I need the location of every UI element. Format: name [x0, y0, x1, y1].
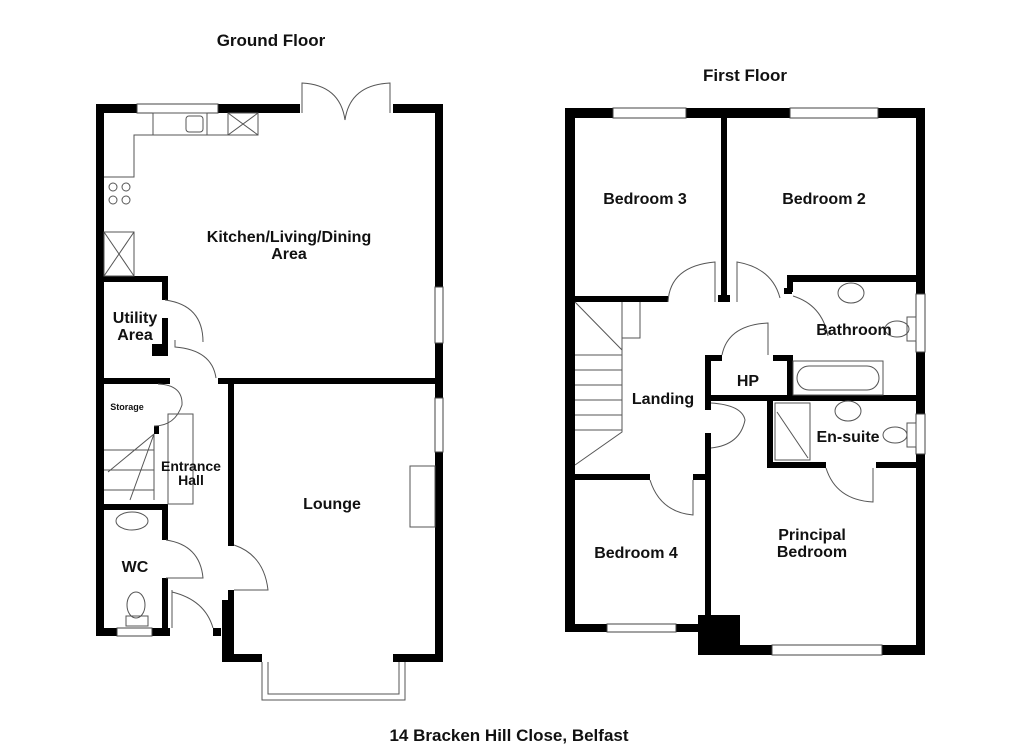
staircase	[104, 433, 155, 501]
room-label-bathroom: Bathroom	[816, 322, 892, 339]
room-label-principal-bedroom: Principal	[778, 527, 846, 544]
bathroom-basin-icon	[837, 282, 865, 304]
room-label-landing: Landing	[632, 391, 694, 408]
room-label-entrance-hall-2: Hall	[178, 472, 204, 488]
ground-doors	[153, 82, 391, 629]
room-label-hp: HP	[737, 373, 760, 390]
room-label-entrance-hall: Entrance	[161, 458, 221, 474]
ground-labels: Ground Floor Kitchen/Living/Dining Area …	[110, 31, 371, 576]
hob-icon	[108, 182, 131, 205]
room-label-ensuite: En-suite	[816, 429, 879, 446]
room-label-kitchen: Kitchen/Living/Dining	[207, 229, 371, 246]
room-label-bedroom-2: Bedroom 2	[782, 191, 866, 208]
fireplace	[409, 465, 436, 528]
ground-floor-title: Ground Floor	[217, 31, 326, 50]
ground-fixtures	[103, 112, 436, 627]
room-label-principal-bedroom-2: Bedroom	[777, 544, 847, 561]
room-label-lounge: Lounge	[303, 496, 361, 513]
room-label-utility: Utility	[113, 310, 158, 327]
bathroom-toilet-icon	[884, 320, 910, 338]
bath-icon	[792, 360, 884, 396]
ensuite-basin-icon	[834, 400, 862, 422]
first-floor-plan: First Floor Bedroom 3 Bedroom 2 Bathroom…	[565, 66, 926, 656]
ground-walls	[96, 104, 443, 662]
room-label-kitchen-2: Area	[271, 246, 307, 263]
toilet-icon	[126, 591, 146, 619]
first-fixtures	[574, 282, 917, 466]
ensuite-toilet-icon	[882, 426, 908, 444]
room-label-bedroom-3: Bedroom 3	[603, 191, 687, 208]
property-address: 14 Bracken Hill Close, Belfast	[389, 726, 628, 745]
first-labels: First Floor Bedroom 3 Bedroom 2 Bathroom…	[594, 66, 892, 562]
first-floor-title: First Floor	[703, 66, 787, 85]
room-label-wc: WC	[122, 559, 149, 576]
room-label-storage: Storage	[110, 402, 144, 412]
room-label-bedroom-4: Bedroom 4	[594, 545, 678, 562]
first-windows	[606, 107, 926, 656]
landing-staircase	[574, 301, 641, 466]
shower-icon	[774, 402, 811, 461]
room-label-utility-2: Area	[117, 327, 153, 344]
first-walls	[565, 108, 925, 655]
wc-basin-icon	[115, 511, 149, 531]
kitchen-sink-icon	[185, 115, 204, 133]
ground-floor-plan: Ground Floor Kitchen/Living/Dining Area …	[96, 31, 444, 701]
first-doors	[649, 261, 874, 516]
